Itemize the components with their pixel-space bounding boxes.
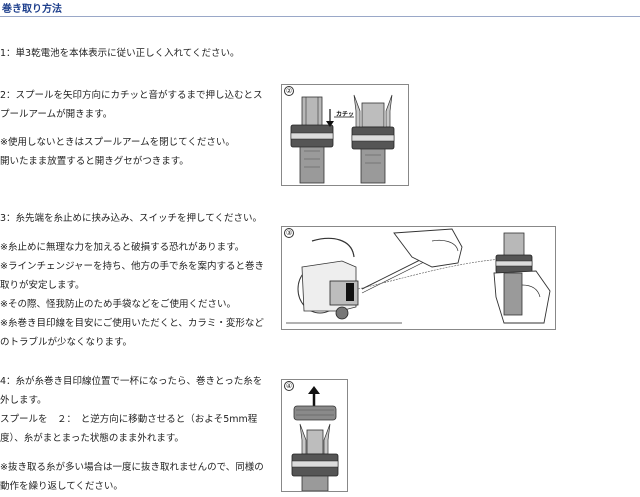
step3-note4: ※その際、怪我防止のため手袋などをご使用ください。 — [0, 299, 236, 310]
figure-2-number: ② — [284, 86, 294, 96]
section-title: 巻き取り方法 — [2, 4, 62, 15]
step4-line3: スプールを ２： と逆方向に移動させると（およそ5mm程 — [0, 414, 258, 425]
figure-4-number: ④ — [284, 381, 294, 391]
step3-note2: ※ラインチェンジャーを持ち、他方の手で糸を案内すると巻き — [0, 261, 264, 272]
figure-3: ③ — [281, 226, 556, 330]
step1-text: 1：単3乾電池を本体表示に従い正しく入れてください。 — [0, 48, 240, 59]
winding-illustration — [286, 228, 551, 324]
step2-note1: ※使用しないときはスプールアームを閉じてください。 — [0, 137, 235, 148]
step4-line4: 度）、糸がまとまった状態のまま外れます。 — [0, 433, 184, 444]
figure-2: ② カチッ — [281, 84, 409, 186]
section-header: 巻き取り方法 — [0, 0, 640, 17]
figure-4: ④ — [281, 379, 348, 492]
step4-line2: 外します。 — [0, 395, 47, 406]
step3-note1: ※糸止めに無理な力を加えると破損する恐れがあります。 — [0, 242, 245, 253]
spool-push-illustration — [290, 94, 395, 184]
step3-note3: 取りが安定します。 — [0, 280, 85, 291]
step2-line1: 2：スプールを矢印方向にカチッと音がするまで押し込むとス — [0, 90, 263, 101]
spool-remove-illustration — [291, 386, 339, 491]
figure-3-number: ③ — [284, 228, 294, 238]
step3-note6: のトラブルが少なくなります。 — [0, 337, 133, 348]
step4-note1: ※抜き取る糸が多い場合は一度に抜き取れませんので、同様の — [0, 462, 264, 473]
click-label: カチッ — [336, 111, 355, 118]
step3-text: 3：糸先端を糸止めに挟み込み、スイッチを押してください。 — [0, 213, 262, 224]
step2-line2: プールアームが開きます。 — [0, 109, 113, 120]
step4-note2: 動作を繰り返してください。 — [0, 481, 123, 492]
step3-note5: ※糸巻き目印線を目安にご使用いただくと、カラミ・変形など — [0, 318, 264, 329]
step2-note2: 開いたまま放置すると開きグセがつきます。 — [0, 156, 189, 167]
step4-line1: 4：糸が糸巻き目印線位置で一杯になったら、巻きとった糸を — [0, 376, 263, 387]
